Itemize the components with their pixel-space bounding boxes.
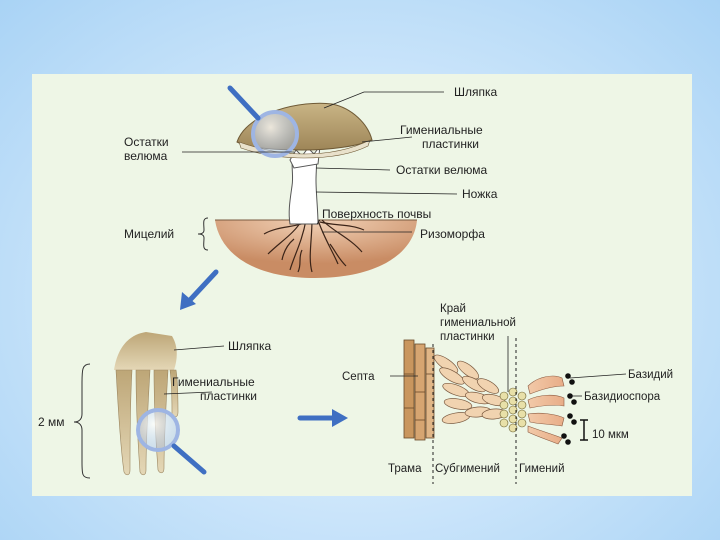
whole-mushroom-figure xyxy=(182,88,457,278)
arrow-to-micro-section xyxy=(300,409,348,427)
label-edge-line2: гимениальной xyxy=(440,317,516,329)
basidia xyxy=(528,376,564,444)
label-cap-top: Шляпка xyxy=(454,85,498,99)
magnifier-lens-gill xyxy=(138,410,178,450)
label-micro-scale: 10 мкм xyxy=(592,429,629,441)
label-veil-right: Остатки велюма xyxy=(396,163,488,177)
micro-scale-bar xyxy=(580,420,588,440)
gill-section-figure xyxy=(74,332,224,478)
label-mycelium: Мицелий xyxy=(124,227,174,241)
subhymenium-cells xyxy=(432,352,507,425)
micro-section-figure xyxy=(390,336,626,484)
mycelium-brace xyxy=(198,218,208,250)
label-soil-surface: Поверхность почвы xyxy=(322,207,431,221)
label-stem: Ножка xyxy=(462,187,498,201)
label-gill-cap: Шляпка xyxy=(228,339,272,353)
label-gill-plates-line1: Гимениальные xyxy=(172,375,255,389)
trama-hyphae xyxy=(404,340,434,440)
label-gill-scale: 2 мм xyxy=(38,415,65,429)
label-veil-left-line1: Остатки xyxy=(124,135,169,149)
mushroom-diagram: Шляпка Гимениальные пластинки Остатки ве… xyxy=(32,74,692,496)
label-hymenium: Гимений xyxy=(519,463,565,475)
label-edge-line1: Край xyxy=(440,303,466,315)
magnifier-handle-top xyxy=(230,88,258,118)
label-gills-top-line1: Гимениальные xyxy=(400,123,483,137)
gill-scale-brace xyxy=(74,364,90,478)
label-gills-top-line2: пластинки xyxy=(422,137,479,151)
label-edge-line3: пластинки xyxy=(440,331,495,343)
arrow-to-gill-section xyxy=(180,272,216,310)
label-basidium: Базидий xyxy=(628,369,673,381)
label-veil-left-line2: велюма xyxy=(124,149,168,163)
label-septum: Септа xyxy=(342,371,375,383)
diagram-panel: Шляпка Гимениальные пластинки Остатки ве… xyxy=(32,74,692,496)
label-subhymenium: Субгимений xyxy=(435,463,500,475)
gill-cap-tissue xyxy=(114,332,177,370)
label-basidiospore: Базидиоспора xyxy=(584,391,661,403)
label-trama: Трама xyxy=(388,463,422,475)
label-rhizomorph: Ризоморфа xyxy=(420,227,485,241)
gill-plate-1 xyxy=(116,370,132,475)
label-gill-plates-line2: пластинки xyxy=(200,389,257,403)
magnifier-handle-gill xyxy=(174,446,204,472)
hymenium-bead-cells xyxy=(500,388,526,432)
soil xyxy=(215,220,417,278)
